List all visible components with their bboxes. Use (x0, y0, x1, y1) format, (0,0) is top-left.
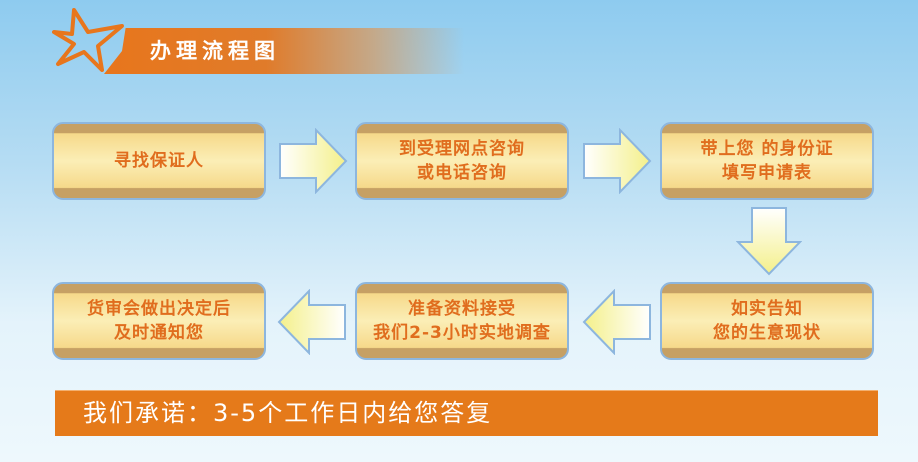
step-1-box: 寻找保证人 (52, 122, 266, 200)
arrow-down-icon (736, 207, 802, 276)
step-label: 寻找保证人 (114, 151, 204, 171)
promise-text: 我们承诺：3-5个工作日内给您答复 (83, 399, 493, 427)
arrow-left-icon (582, 289, 651, 355)
step-label: 货审会做出决定后 及时通知您 (87, 299, 231, 343)
step-3-box: 带上您 的身份证 填写申请表 (660, 122, 874, 200)
header-ribbon (104, 28, 464, 74)
step-2-box: 到受理网点咨询 或电话咨询 (355, 122, 569, 200)
step-6-box: 货审会做出决定后 及时通知您 (52, 282, 266, 360)
step-label: 带上您 的身份证 填写申请表 (700, 139, 834, 183)
arrow-left-icon (277, 289, 346, 355)
step-label: 准备资料接受 我们2-3小时实地调查 (373, 299, 551, 343)
step-5-box: 准备资料接受 我们2-3小时实地调查 (355, 282, 569, 360)
step-4-box: 如实告知 您的生意现状 (660, 282, 874, 360)
star-icon (52, 8, 124, 72)
step-label: 如实告知 您的生意现状 (713, 299, 821, 343)
arrow-right-icon (279, 128, 348, 194)
page-title: 办理流程图 (150, 39, 280, 63)
arrow-right-icon (583, 128, 652, 194)
promise-banner: 我们承诺：3-5个工作日内给您答复 (55, 390, 878, 436)
step-label: 到受理网点咨询 或电话咨询 (399, 139, 525, 183)
